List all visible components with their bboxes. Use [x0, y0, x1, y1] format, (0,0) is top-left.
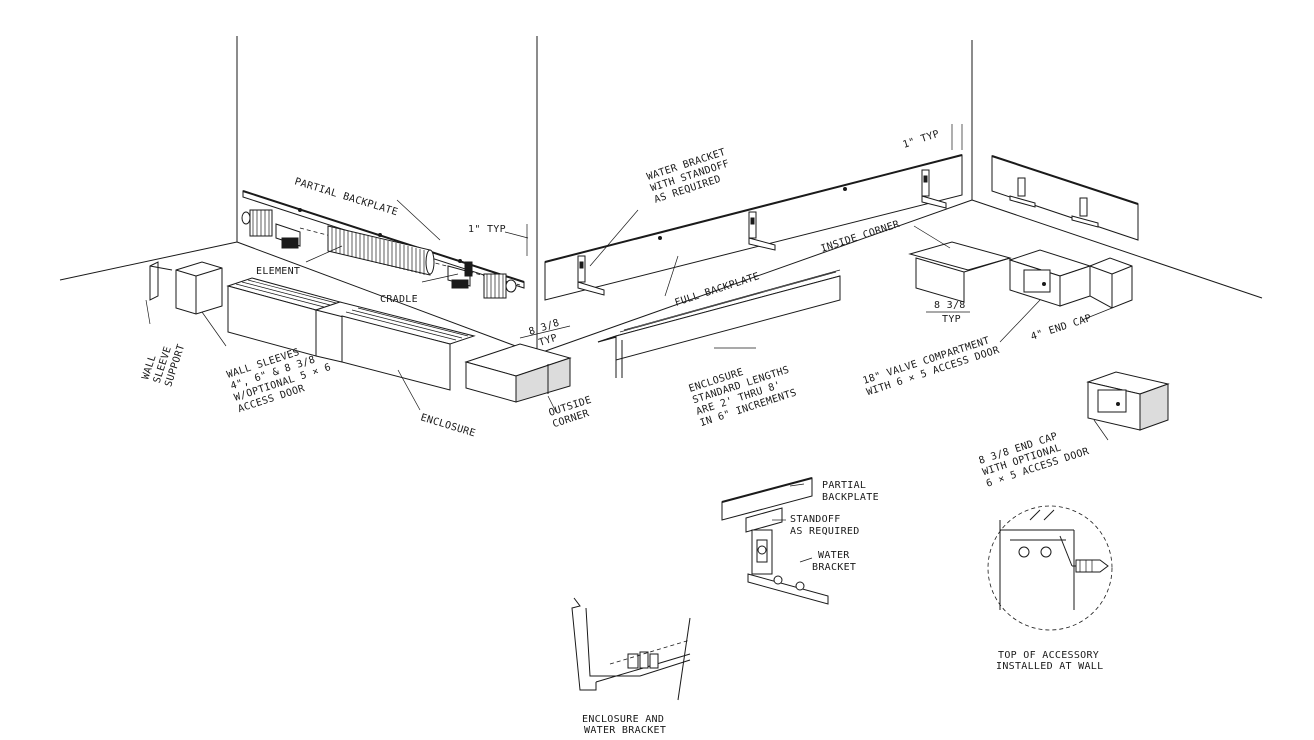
svg-text:ENCLOSURE AND: ENCLOSURE AND — [582, 714, 664, 725]
label-one-inch-typ-left: 1" TYP — [468, 224, 506, 235]
detail-enclosure-water-bracket — [571, 597, 691, 701]
cradle-left — [275, 223, 301, 249]
label-detail-partial-backplate: PARTIAL BACKPLATE — [822, 480, 879, 503]
label-end-cap-4: 4" END CAP — [1030, 313, 1094, 343]
water-bracket-3 — [921, 169, 947, 209]
label-wall-sleeves: WALL SLEEVES 4", 6" & 8 3/8 W/OPTIONAL 5… — [226, 347, 333, 415]
label-end-cap-838: 8 3/8 END CAP WITH OPTIONAL 6 × 5 ACCESS… — [978, 431, 1092, 490]
svg-text:PARTIAL: PARTIAL — [822, 480, 866, 491]
detail-top-accessory — [987, 505, 1113, 631]
leader-lines — [145, 124, 1113, 563]
svg-text:INSTALLED AT WALL: INSTALLED AT WALL — [996, 661, 1103, 672]
cradle-right — [447, 261, 473, 289]
svg-text:WATER BRACKET: WATER BRACKET — [584, 725, 666, 736]
valve-compartment-part — [1008, 249, 1092, 307]
end-cap-838-part — [1086, 371, 1170, 431]
end-cap-4-part — [1089, 257, 1133, 309]
label-detail-standoff: STANDOFF AS REQUIRED — [790, 514, 860, 537]
label-typ-a: TYP — [538, 333, 559, 349]
label-detail-enclosure-water-bracket: ENCLOSURE AND WATER BRACKET — [582, 714, 666, 736]
water-bracket-1 — [577, 255, 605, 296]
svg-text:WATER: WATER — [818, 550, 850, 561]
label-wall-sleeve-support: WALL SLEEVE SUPPORT — [140, 343, 187, 388]
label-detail-top-accessory: TOP OF ACCESSORY INSTALLED AT WALL — [996, 650, 1103, 672]
enclosure-long-part — [597, 269, 841, 378]
enclosure-left-part — [226, 277, 342, 357]
detail-standoff-bracket — [721, 477, 829, 605]
label-detail-water-bracket: WATER BRACKET — [812, 550, 856, 573]
label-enclosure: ENCLOSURE — [419, 412, 477, 439]
label-water-bracket: WATER BRACKET WITH STANDOFF AS REQUIRED — [646, 147, 731, 206]
water-bracket-2 — [748, 211, 776, 251]
svg-text:STANDOFF: STANDOFF — [790, 514, 841, 525]
svg-text:BRACKET: BRACKET — [812, 562, 856, 573]
label-typ-b: TYP — [942, 314, 961, 325]
full-backplate — [544, 154, 963, 301]
enclosure-mid-part — [314, 301, 476, 391]
element-fins — [327, 225, 435, 276]
label-one-inch-typ-right: 1" TYP — [902, 129, 941, 151]
wall-sleeve-part — [175, 261, 223, 315]
label-valve-compartment: 18" VALVE COMPARTMENT WITH 6 × 5 ACCESS … — [862, 335, 1002, 398]
label-838-typ-b: 8 3/8 — [934, 300, 966, 311]
svg-text:TOP OF ACCESSORY: TOP OF ACCESSORY — [998, 650, 1099, 661]
element-left-cap — [241, 209, 273, 237]
element-right-cap — [483, 273, 517, 299]
svg-text:BACKPLATE: BACKPLATE — [822, 492, 879, 503]
svg-text:AS REQUIRED: AS REQUIRED — [790, 526, 860, 537]
inside-corner-part — [908, 241, 1012, 303]
room-walls — [59, 36, 1263, 355]
label-element: ELEMENT — [256, 266, 300, 277]
wall-sleeve-support-part — [149, 261, 173, 301]
label-enclosure-standard-lengths: ENCLOSURE STANDARD LENGTHS ARE 2' THRU 8… — [688, 365, 799, 430]
right-wall-backplate — [991, 155, 1139, 241]
outside-corner-part — [464, 343, 572, 403]
label-cradle: CRADLE — [380, 294, 418, 305]
partial-backplate-assembly — [241, 190, 525, 299]
label-outside-corner: OUTSIDE CORNER — [548, 395, 593, 431]
